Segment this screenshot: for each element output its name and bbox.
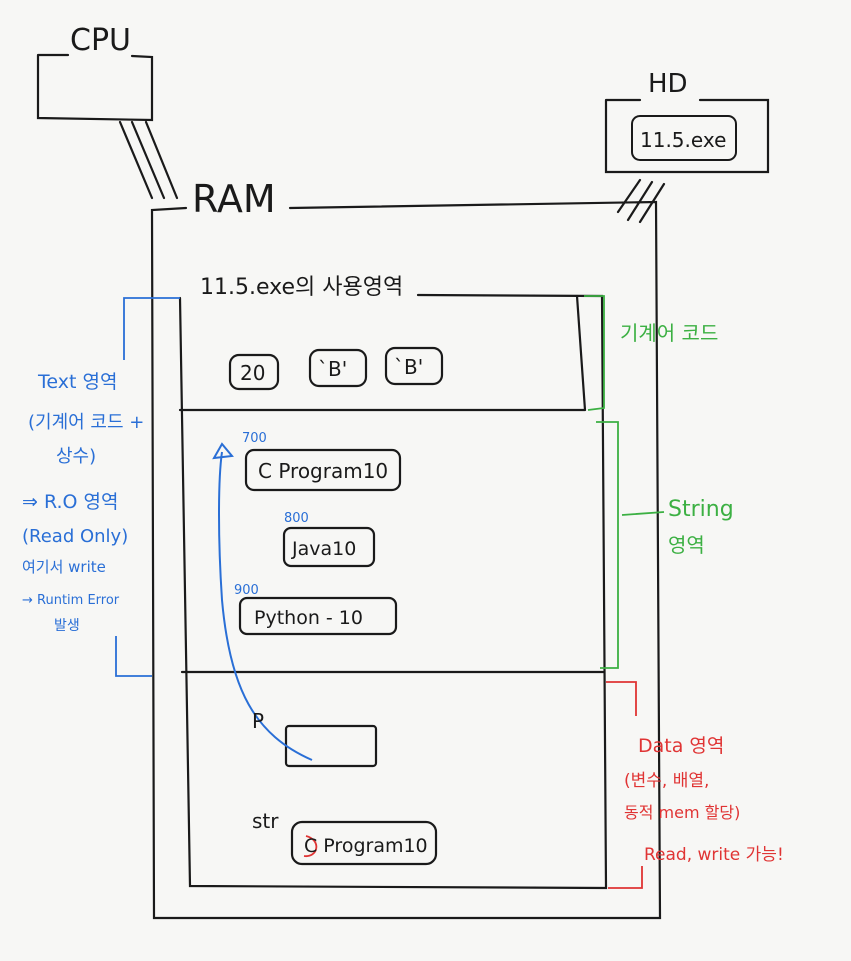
- pointer-box: [284, 724, 378, 768]
- text-note-6: 여기서 write: [22, 558, 106, 576]
- text-area-bracket: [115, 297, 180, 677]
- string-area-label-2: 영역: [668, 533, 705, 557]
- process-label: 11.5.exe의 사용영역: [200, 275, 403, 300]
- data-note-4: Read, write 가능!: [644, 845, 784, 865]
- process-area-box: [178, 293, 608, 890]
- pointer-name: P: [252, 709, 264, 733]
- array-name: str: [252, 809, 279, 833]
- text-note-5: (Read Only): [22, 526, 128, 547]
- constant-20: 20: [240, 361, 265, 385]
- pointer-arrow: [218, 451, 313, 761]
- address-800: 800: [284, 511, 309, 526]
- address-700: 700: [242, 431, 267, 446]
- string-python: Python - 10: [254, 607, 363, 629]
- text-note-1: Text 영역: [37, 371, 117, 393]
- string-java: Java10: [291, 538, 356, 560]
- red-mark: [303, 835, 318, 857]
- text-note-7: → Runtim Error: [22, 593, 120, 608]
- string-box-java: [282, 526, 376, 568]
- machine-code-bracket: [584, 295, 605, 411]
- arrow-head: [212, 442, 234, 460]
- data-area-bracket: [606, 681, 643, 889]
- string-box-c: [244, 448, 402, 492]
- string-area-bracket: [596, 421, 665, 669]
- cpu-ram-bus: [118, 120, 179, 200]
- hd-label: HD: [648, 69, 688, 99]
- machine-code-label: 기계어 코드: [620, 321, 718, 345]
- string-area-label-1: String: [668, 497, 734, 522]
- array-value: C Program10: [304, 835, 428, 857]
- string-box-python: [238, 596, 398, 636]
- text-note-4: ⇒ R.O 영역: [22, 491, 118, 513]
- ram-box: [150, 200, 662, 920]
- constant-box-20: [228, 353, 280, 391]
- hd-box: [604, 98, 770, 174]
- constant-box-b2: [384, 346, 444, 386]
- data-note-1: Data 영역: [638, 735, 724, 757]
- constant-b2: `B': [394, 355, 423, 379]
- text-note-3: 상수): [56, 446, 96, 467]
- cpu-box: [36, 53, 154, 122]
- text-note-8: 발생: [54, 618, 80, 634]
- data-note-3: 동적 mem 할당): [624, 803, 740, 822]
- array-box: [290, 820, 438, 866]
- text-note-2: (기계어 코드 +: [28, 412, 144, 433]
- cpu-label: CPU: [70, 23, 131, 58]
- hd-file-label: 11.5.exe: [640, 128, 726, 152]
- constant-box-b1: [308, 348, 368, 388]
- hd-file-box: [631, 115, 737, 161]
- data-note-2: (변수, 배열,: [624, 771, 709, 791]
- string-c: C Program10: [258, 459, 388, 483]
- text-boundary: [178, 294, 587, 412]
- constant-b1: `B': [318, 357, 347, 381]
- address-900: 900: [234, 583, 259, 598]
- ram-label: RAM: [192, 177, 276, 221]
